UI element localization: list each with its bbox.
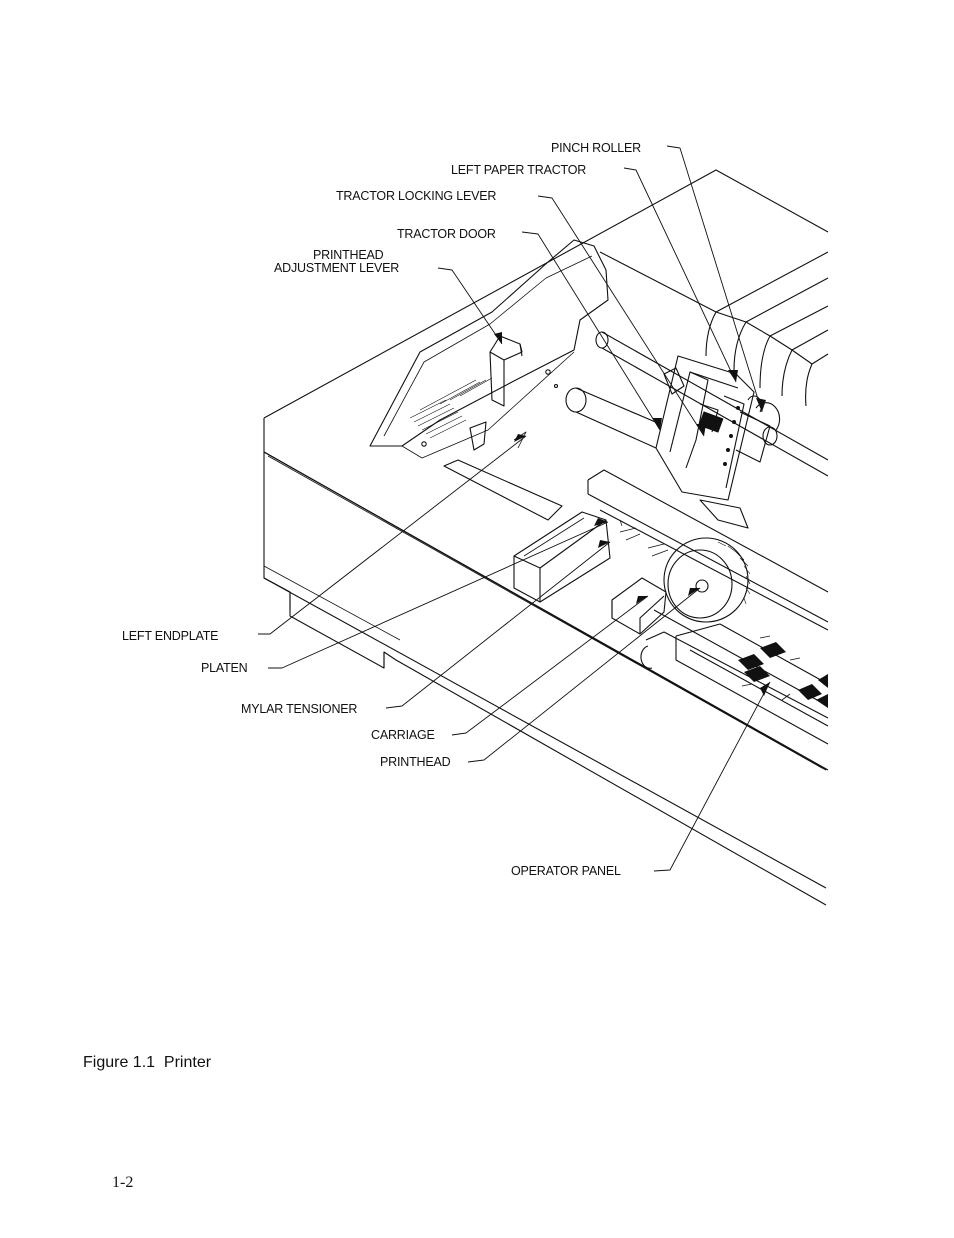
tab bbox=[469, 421, 487, 451]
paper-stack bbox=[599, 251, 829, 407]
label-printhead-adjustment-line1: PRINTHEAD bbox=[313, 248, 384, 262]
figure-caption: Figure 1.1 Printer bbox=[83, 1054, 212, 1071]
top-slot bbox=[443, 459, 563, 521]
label-left-paper-tractor: LEFT PAPER TRACTOR bbox=[451, 163, 587, 177]
page-number: 1-2 bbox=[112, 1174, 134, 1191]
arrowheads bbox=[494, 332, 770, 696]
label-pinch-roller: PINCH ROLLER bbox=[551, 141, 641, 155]
label-printhead-adjustment-line2: ADJUSTMENT LEVER bbox=[274, 261, 400, 275]
left-endplate bbox=[369, 239, 609, 459]
label-platen: PLATEN bbox=[201, 661, 248, 675]
tractor-shaft bbox=[565, 331, 829, 477]
label-operator-panel: OPERATOR PANEL bbox=[511, 864, 621, 878]
paper-tractor bbox=[655, 355, 781, 529]
label-printhead: PRINTHEAD bbox=[380, 755, 451, 769]
label-tractor-locking-lever: TRACTOR LOCKING LEVER bbox=[336, 189, 497, 203]
printhead-adjustment-lever bbox=[489, 335, 523, 407]
label-mylar-tensioner: MYLAR TENSIONER bbox=[241, 702, 358, 716]
carriage bbox=[513, 511, 667, 635]
label-tractor-door: TRACTOR DOOR bbox=[397, 227, 496, 241]
label-carriage: CARRIAGE bbox=[371, 728, 435, 742]
operator-panel bbox=[675, 623, 829, 745]
leader-lines bbox=[258, 145, 771, 872]
label-left-endplate: LEFT ENDPLATE bbox=[122, 629, 219, 643]
platen bbox=[587, 469, 829, 631]
printer-body bbox=[263, 169, 829, 906]
